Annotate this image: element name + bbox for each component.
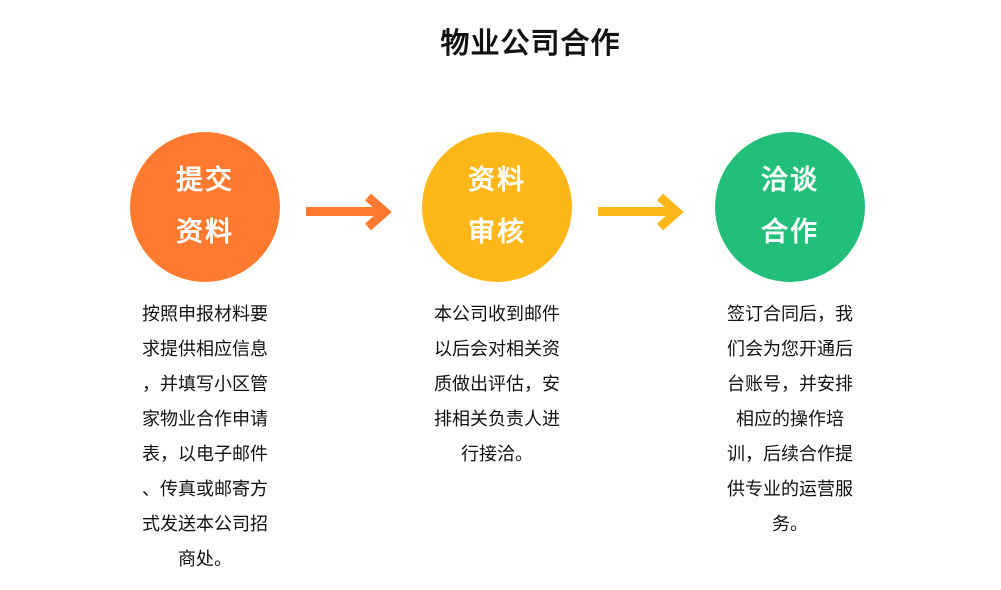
step-3-label-line: 洽谈 bbox=[761, 165, 819, 196]
desc-line: 式发送本公司招 bbox=[142, 514, 268, 535]
step-1-circle: 提交 资料 bbox=[130, 132, 280, 282]
desc-line: 排相关负责人进 bbox=[434, 409, 560, 430]
step-2-description: 本公司收到邮件 以后会对相关资 质做出评估，安 排相关负责人进 行接洽。 bbox=[422, 297, 572, 472]
desc-line: 本公司收到邮件 bbox=[434, 304, 560, 325]
step-2-circle: 资料 审核 bbox=[422, 132, 572, 282]
desc-line: 按照申报材料要 bbox=[142, 304, 268, 325]
desc-line: 相应的操作培 bbox=[736, 409, 844, 430]
desc-line: ，并填写小区管 bbox=[142, 374, 268, 395]
desc-line: 台账号，并安排 bbox=[727, 374, 853, 395]
step-1-label-line: 提交 bbox=[176, 165, 234, 196]
step-1-description: 按照申报材料要 求提供相应信息 ，并填写小区管 家物业合作申请 表，以电子邮件 … bbox=[130, 297, 280, 577]
step-2-label-line: 审核 bbox=[468, 217, 526, 248]
arrow-right-icon bbox=[306, 194, 392, 230]
step-3-circle: 洽谈 合作 bbox=[715, 132, 865, 282]
desc-line: 求提供相应信息 bbox=[142, 339, 268, 360]
desc-line: 质做出评估，安 bbox=[434, 374, 560, 395]
desc-line: 训，后续合作提 bbox=[727, 444, 853, 465]
desc-line: 表，以电子邮件 bbox=[142, 444, 268, 465]
desc-line: 供专业的运营服 bbox=[727, 479, 853, 500]
desc-line: 签订合同后，我 bbox=[727, 304, 853, 325]
desc-line: 家物业合作申请 bbox=[142, 409, 268, 430]
step-1-label-line: 资料 bbox=[176, 217, 234, 248]
step-3-label-line: 合作 bbox=[761, 217, 819, 248]
desc-line: 以后会对相关资 bbox=[434, 339, 560, 360]
step-2-label-line: 资料 bbox=[468, 165, 526, 196]
desc-line: 务。 bbox=[772, 514, 808, 535]
desc-line: 、传真或邮寄方 bbox=[142, 479, 268, 500]
page-title: 物业公司合作 bbox=[440, 26, 621, 60]
desc-line: 行接洽。 bbox=[461, 444, 533, 465]
step-3-description: 签订合同后，我 们会为您开通后 台账号，并安排 相应的操作培 训，后续合作提 供… bbox=[715, 297, 865, 542]
desc-line: 商处。 bbox=[178, 549, 232, 570]
arrow-right-icon bbox=[598, 194, 684, 230]
desc-line: 们会为您开通后 bbox=[727, 339, 853, 360]
